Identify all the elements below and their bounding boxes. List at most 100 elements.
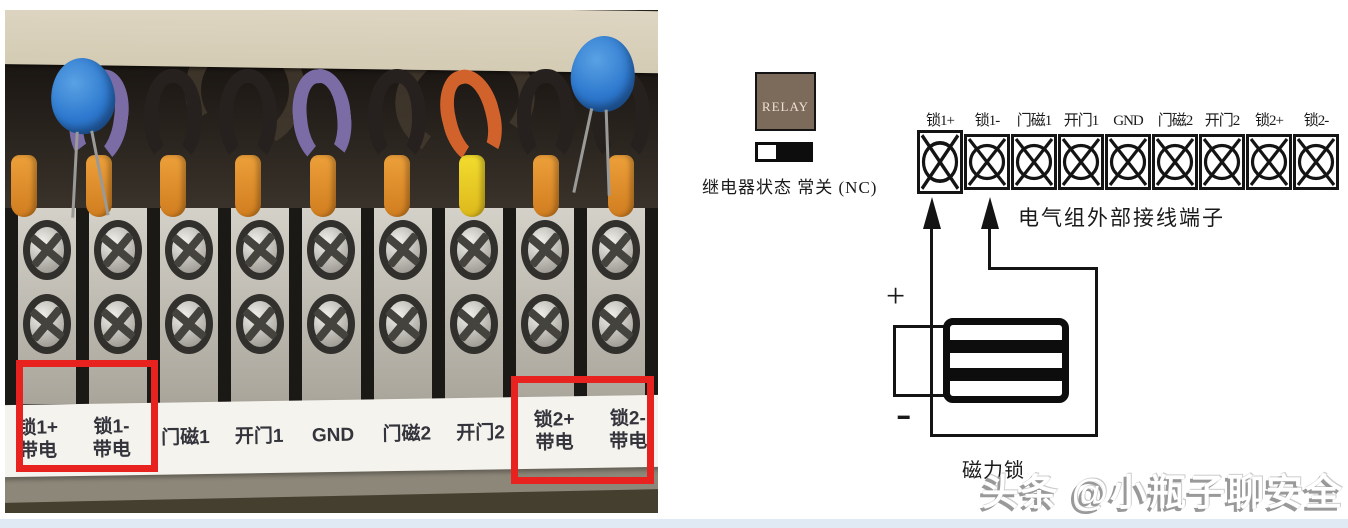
terminal-cell (573, 208, 658, 404)
terminal: 锁2- (1293, 106, 1339, 194)
terminal-cell (147, 208, 218, 404)
terminal-label: 开门1 (222, 401, 297, 474)
wire-arc (367, 69, 426, 165)
screw-icon (520, 294, 569, 354)
screw-icon (165, 220, 214, 280)
terminal-symbol-icon (1105, 134, 1151, 190)
terminal-label: 门磁1 (148, 402, 223, 475)
magnet-bar (950, 340, 1062, 353)
terminal: 锁2+ (1246, 106, 1292, 194)
screw-icon (378, 220, 427, 280)
screw-icon (23, 294, 72, 354)
screw-icon (236, 294, 285, 354)
terminal-name: 开门1 (1063, 113, 1100, 129)
terminal: 锁1- (964, 106, 1010, 194)
terminal-label: 门磁2 (369, 398, 444, 471)
wire-arc (218, 69, 277, 165)
terminal-symbol-icon (1199, 134, 1245, 190)
terminal: 门磁2 (1152, 106, 1198, 194)
wire-column (509, 55, 584, 217)
terminal-label-line1: 门磁1 (160, 426, 210, 449)
terminal-block-photo: 锁1+ 带电 锁1- 带电 门磁1 开门1 (5, 10, 658, 513)
relay-status-text: 继电器状态 常关 (NC) (702, 178, 878, 197)
wire-column (211, 55, 286, 217)
lock-label: 磁力锁 (962, 460, 1025, 482)
arrow-up-icon (923, 197, 941, 229)
terminal-symbol-icon (1152, 134, 1198, 190)
watermark-text: 头条 @小瓶子聊安全 (981, 472, 1344, 513)
wire-arc (144, 69, 203, 165)
terminal-symbol-icon (964, 134, 1010, 190)
wire-ferrule (533, 155, 560, 217)
wiring-diagram: RELAY 继电器状态 常关 (NC) 锁1+ (690, 0, 1348, 519)
terminal: 门磁1 (1011, 106, 1057, 194)
external-terminal-strip: 锁1+ 锁1- (917, 106, 1339, 194)
terminal-label: 开门2 (443, 397, 518, 470)
terminal-name: 门磁2 (1157, 113, 1194, 129)
wire-columns (5, 55, 658, 217)
wire-column (285, 55, 360, 217)
terminal-cell (431, 208, 503, 404)
highlight-box-lock2 (511, 376, 654, 484)
terminal-label-line1: 开门1 (234, 425, 284, 448)
terminal-name: 锁2+ (1255, 113, 1284, 129)
terminal-name: 门磁1 (1016, 113, 1053, 129)
terminal: 开门1 (1058, 106, 1104, 194)
lock-wire-negative (930, 434, 1098, 437)
terminal-cell (218, 208, 289, 404)
wire-column (360, 55, 435, 217)
lock-wire-negative (988, 267, 1098, 270)
terminal-cell (502, 208, 574, 404)
wire-ferrule (458, 155, 485, 217)
terminal-cell (360, 208, 432, 404)
terminal-label-line1: GND (311, 424, 355, 446)
switch-knob (755, 142, 779, 162)
arrow-up-icon (981, 197, 999, 229)
terminal-cell (5, 208, 76, 404)
terminal-name: 开门2 (1204, 113, 1241, 129)
highlight-box-lock1 (16, 360, 158, 472)
terminal-label: GND (296, 399, 371, 472)
screw-icon (165, 294, 214, 354)
bottom-edge-strip (0, 519, 1348, 528)
strip-caption: 电气组外部接线端子 (1018, 206, 1225, 230)
terminal-label-line1: 开门2 (456, 421, 505, 444)
terminal-symbol-icon (917, 130, 963, 194)
relay-nc-switch-icon (755, 142, 813, 162)
lock-wire-negative (988, 227, 991, 270)
magnetic-lock-body (943, 318, 1069, 403)
screw-icon (591, 294, 640, 354)
terminal-symbol-icon (1058, 134, 1104, 190)
screw-icon (307, 294, 356, 354)
wire-ferrule (11, 155, 38, 217)
terminal-name: 锁1+ (926, 113, 955, 129)
lock-wire-negative (1095, 267, 1098, 437)
wire-ferrule (607, 155, 634, 217)
terminal-name: 锁2- (1303, 113, 1329, 129)
wire-ferrule (309, 155, 336, 217)
screw-icon (236, 220, 285, 280)
polarity-minus: - (896, 387, 912, 438)
polarity-plus: + (886, 278, 906, 315)
terminal: GND (1105, 106, 1151, 194)
wire-ferrule (160, 155, 187, 217)
screw-icon (94, 294, 143, 354)
wire-arc (516, 69, 575, 165)
relay-box: RELAY (755, 72, 816, 131)
magnet-bar (950, 368, 1062, 381)
screw-icon (378, 294, 427, 354)
terminal-symbol-icon (1011, 134, 1057, 190)
screw-icon (94, 220, 143, 280)
wire-ferrule (384, 155, 411, 217)
terminal: 开门2 (1199, 106, 1245, 194)
screw-icon (591, 220, 640, 280)
relay-label: RELAY (761, 98, 810, 114)
wire-column (431, 55, 512, 217)
wire-ferrule (234, 155, 261, 217)
terminal-name: 锁1- (974, 113, 1000, 129)
terminal-cell (76, 208, 147, 404)
wire-column (5, 55, 62, 217)
terminal-cell (289, 208, 360, 404)
terminal-symbol-icon (1293, 134, 1339, 190)
